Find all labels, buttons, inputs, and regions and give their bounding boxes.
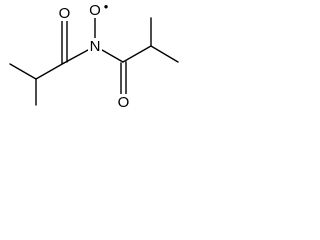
molecule-structure: O N O • O [9, 0, 179, 111]
bond-left-methyl-1 [9, 63, 37, 80]
label-bg-oxygen-right [117, 94, 130, 110]
label-bg-oxygen-left [58, 5, 71, 21]
atom-oxygen-right: O [118, 94, 130, 111]
bond-left-carbonyl-to-n [63, 49, 89, 64]
bond-right-methyl-2 [150, 45, 179, 63]
label-bg-nitrogen [88, 38, 102, 54]
atom-oxygen-left: O [59, 5, 71, 22]
bond-n-to-right-carbonyl [101, 49, 124, 63]
atom-oxygen-radical: O [89, 2, 101, 19]
radical-dot: • [104, 0, 109, 14]
bond-right-carbonyl-to-ch [122, 45, 152, 63]
bond-left-ch-to-carbonyl [35, 62, 65, 80]
label-bg-oxygen-radical [88, 2, 102, 18]
atom-nitrogen: N [90, 38, 101, 55]
